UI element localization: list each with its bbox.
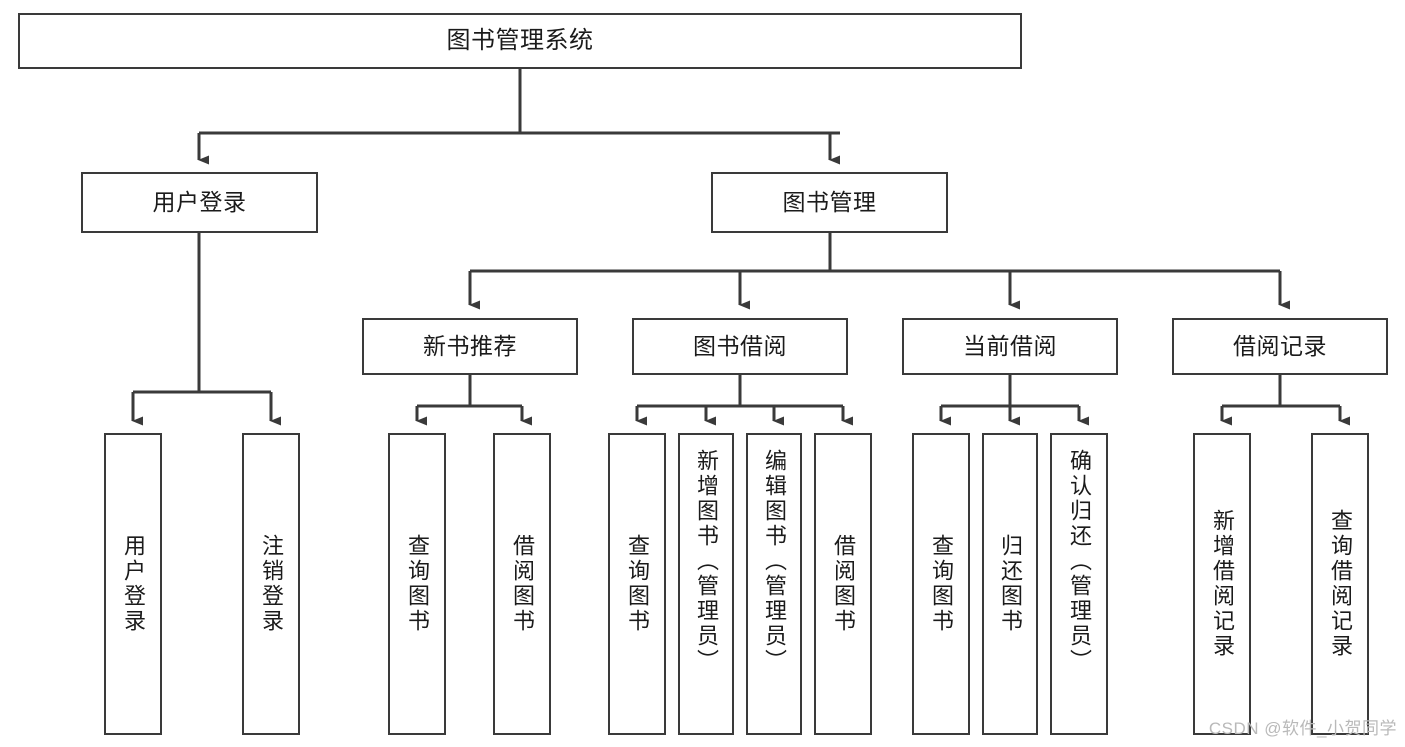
- leaf-borrow-query-book[interactable]: 查询图书: [608, 433, 666, 735]
- node-book-management[interactable]: 图书管理: [711, 172, 948, 233]
- node-label: 借阅图书: [510, 534, 535, 634]
- node-label: 借阅记录: [1233, 332, 1327, 359]
- node-label: 编辑图书（管理员）: [762, 449, 787, 674]
- leaf-borrow-add-book-admin[interactable]: 新增图书（管理员）: [678, 433, 734, 735]
- node-label: 当前借阅: [963, 332, 1057, 359]
- node-label: 查询图书: [929, 534, 954, 634]
- node-label: 图书管理系统: [446, 26, 594, 54]
- node-label: 新增借阅记录: [1210, 509, 1235, 659]
- watermark: CSDN @软件_小贺同学: [1208, 719, 1397, 738]
- node-label: 图书管理: [782, 188, 877, 215]
- node-label: 确认归还（管理员）: [1067, 449, 1092, 674]
- node-label: 新书推荐: [423, 332, 517, 359]
- leaf-recommend-query-book[interactable]: 查询图书: [388, 433, 446, 735]
- leaf-user-login-login[interactable]: 用户登录: [104, 433, 162, 735]
- node-book-borrow[interactable]: 图书借阅: [632, 318, 848, 375]
- node-label: 图书借阅: [693, 332, 787, 359]
- node-label: 查询图书: [405, 534, 430, 634]
- leaf-borrow-edit-book-admin[interactable]: 编辑图书（管理员）: [746, 433, 802, 735]
- node-label: 查询借阅记录: [1328, 509, 1353, 659]
- node-label: 新增图书（管理员）: [694, 449, 719, 674]
- node-label: 用户登录: [121, 534, 146, 634]
- node-user-login[interactable]: 用户登录: [81, 172, 318, 233]
- node-current-borrow[interactable]: 当前借阅: [902, 318, 1118, 375]
- node-new-book-recommend[interactable]: 新书推荐: [362, 318, 578, 375]
- leaf-recommend-borrow-book[interactable]: 借阅图书: [493, 433, 551, 735]
- node-label: 归还图书: [998, 534, 1023, 634]
- leaf-borrow-borrow-book[interactable]: 借阅图书: [814, 433, 872, 735]
- node-label: 借阅图书: [831, 534, 856, 634]
- leaf-record-add-record[interactable]: 新增借阅记录: [1193, 433, 1251, 735]
- leaf-current-confirm-return-admin[interactable]: 确认归还（管理员）: [1050, 433, 1108, 735]
- node-label: 注销登录: [259, 534, 284, 634]
- node-root-system[interactable]: 图书管理系统: [18, 13, 1022, 69]
- leaf-current-query-book[interactable]: 查询图书: [912, 433, 970, 735]
- node-label: 用户登录: [152, 188, 247, 215]
- leaf-current-return-book[interactable]: 归还图书: [982, 433, 1038, 735]
- node-label: 查询图书: [625, 534, 650, 634]
- leaf-user-login-logout[interactable]: 注销登录: [242, 433, 300, 735]
- node-borrow-record[interactable]: 借阅记录: [1172, 318, 1388, 375]
- leaf-record-query-record[interactable]: 查询借阅记录: [1311, 433, 1369, 735]
